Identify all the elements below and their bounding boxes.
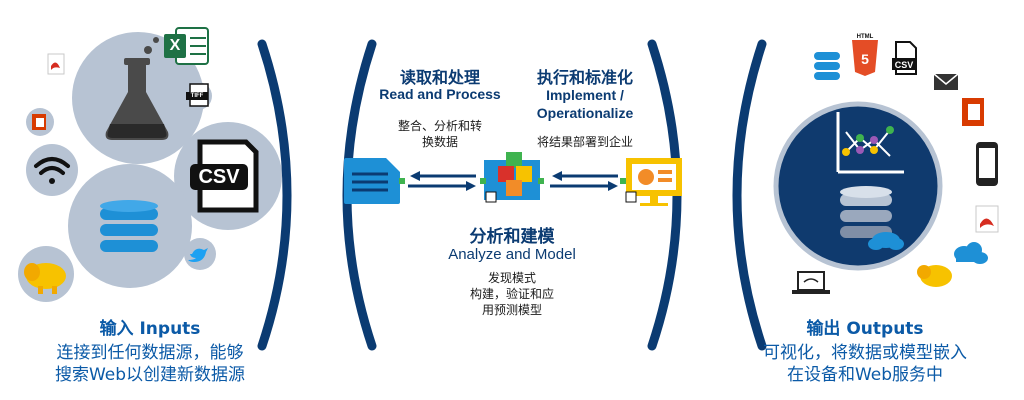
document-icon (344, 158, 405, 204)
mail-icon (933, 73, 959, 90)
data-cube-icon (480, 152, 544, 203)
process-cluster (344, 152, 682, 206)
wifi-icon (34, 157, 70, 184)
read-process-desc: 整合、分析和转 换数据 (380, 118, 500, 150)
laptop-icon (792, 271, 830, 294)
database-icon (814, 52, 840, 80)
hadoop-icon (917, 265, 952, 287)
presentation-icon (620, 158, 682, 206)
read-process-title-en: Read and Process (379, 86, 501, 102)
implement-title-zh: 执行和标准化 (536, 68, 633, 87)
outputs-title: 输出 Outputs (806, 319, 924, 339)
paren-right-open (732, 39, 767, 351)
cloud-icon (954, 242, 988, 264)
pdf-icon (975, 205, 999, 233)
analyze-desc-line1: 发现模式 (487, 271, 536, 285)
analyze-desc-line3: 用预测模型 (481, 303, 542, 317)
chart-icon (836, 112, 904, 174)
html5-icon: 5 HTML (852, 34, 878, 76)
html5-label: HTML (857, 34, 874, 40)
read-process-title-zh: 读取和处理 (399, 68, 480, 87)
twitter-icon (188, 248, 208, 262)
office-icon (962, 98, 984, 126)
implement-desc: 将结果部署到企业 (536, 135, 633, 149)
hadoop-icon (24, 263, 66, 294)
arrow-left-icon (552, 171, 618, 181)
inputs-desc: 连接到任何数据源，能够 搜索Web以创建新数据源 (20, 342, 280, 386)
csv-icon: CSV (892, 41, 917, 75)
pdf-icon (47, 53, 65, 75)
inputs-cluster (18, 27, 282, 302)
database-icon (100, 200, 158, 252)
office-icon (32, 114, 46, 130)
inputs-desc-line1: 连接到任何数据源，能够 (56, 343, 244, 363)
arrow-right-icon (408, 181, 476, 191)
implement-title-en-line1: Implement / (546, 87, 624, 103)
arrow-left-icon (410, 171, 476, 181)
inputs-title: 输入 Inputs (99, 319, 201, 339)
outputs-desc-line2: 在设备和Web服务中 (786, 365, 944, 385)
csv-badge-input: CSV (198, 166, 240, 188)
paren-left-close (257, 39, 292, 351)
output-circle (773, 101, 943, 271)
outputs-desc: 可视化，将数据或模型嵌入 在设备和Web服务中 (730, 342, 1000, 386)
tiff-badge: TIFF (190, 93, 204, 99)
inputs-desc-line2: 搜索Web以创建新数据源 (54, 365, 246, 385)
analyze-desc: 发现模式 构建，验证和应 用预测模型 (452, 270, 572, 318)
csv-icon (190, 139, 259, 213)
read-process-desc-line2: 换数据 (421, 135, 458, 149)
html5-number: 5 (861, 51, 869, 67)
cloud-database-icon (840, 186, 904, 250)
outputs-cluster: 5 HTML CSV (773, 34, 999, 294)
arrow-right-icon (550, 181, 618, 191)
phone-icon (976, 142, 998, 186)
implement-title-en: Implement / Operationalize (520, 86, 650, 122)
csv-badge-output: CSV (895, 60, 914, 70)
flask-icon (105, 37, 169, 140)
outputs-desc-line1: 可视化，将数据或模型嵌入 (763, 343, 967, 363)
analyze-desc-line2: 构建，验证和应 (469, 287, 554, 301)
implement-title-en-line2: Operationalize (536, 105, 634, 121)
excel-icon (164, 27, 209, 65)
read-process-desc-line1: 整合、分析和转 (397, 119, 482, 133)
excel-badge: X (169, 37, 181, 54)
tiff-icon (186, 83, 209, 107)
analyze-title-en: Analyze and Model (448, 246, 576, 263)
analyze-title-zh: 分析和建模 (469, 227, 555, 247)
